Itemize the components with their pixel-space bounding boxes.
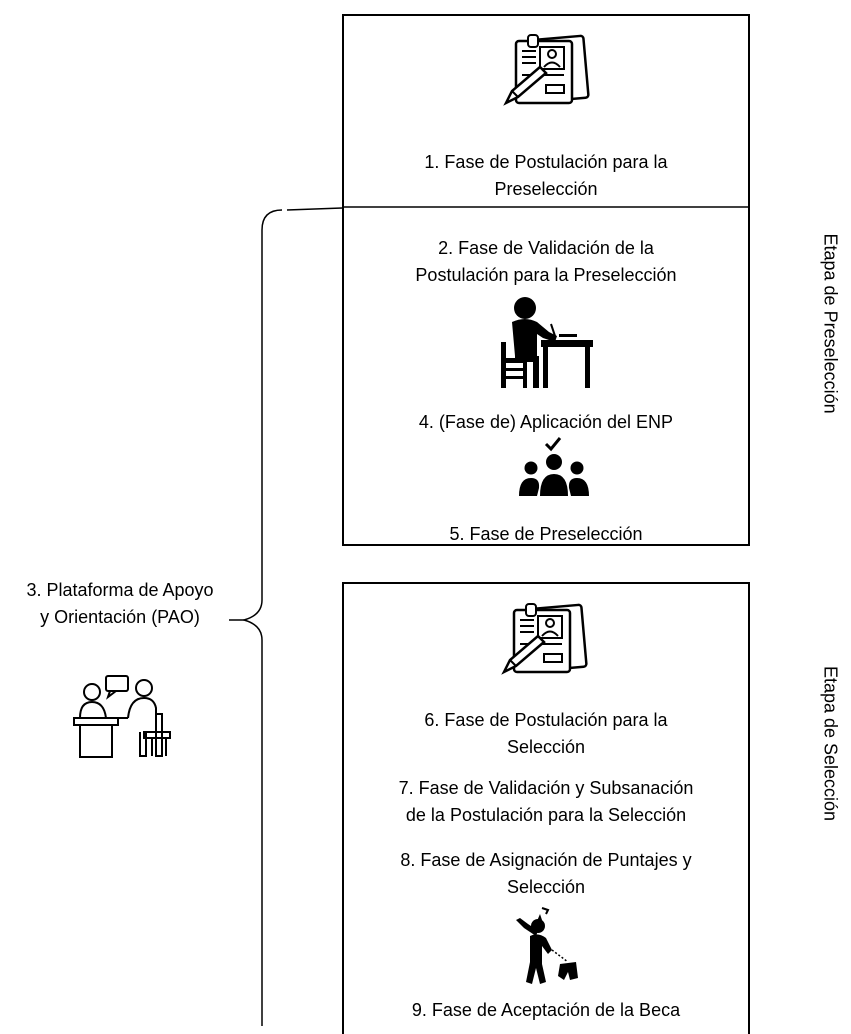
pao-bracket <box>241 209 283 1026</box>
selection-stage-label: Etapa de Selección <box>820 665 841 822</box>
phase-7-label-line1: 7. Fase de Validación y Subsanación <box>398 778 694 798</box>
preselection-stage-label: Etapa de Preselección <box>820 233 841 414</box>
application-form-icon <box>501 603 588 675</box>
approved-group-icon <box>519 437 589 496</box>
phase-8-label-line1: 8. Fase de Asignación de Puntajes y <box>400 850 692 870</box>
phase-6-label-line1: 6. Fase de Postulación para la <box>424 710 668 730</box>
counseling-meeting-icon <box>73 675 171 758</box>
phase-6-label-line2: Selección <box>506 737 586 757</box>
phase-4-label: 4. (Fase de) Aplicación del ENP <box>418 412 674 432</box>
phase-8-label-line2: Selección <box>506 877 586 897</box>
phase-2-label-line1: 2. Fase de Validación de la <box>438 238 654 258</box>
pao-label-line1: 3. Plataforma de Apoyo <box>26 580 214 600</box>
preselection-stage-box <box>342 14 750 546</box>
selection-stage-box <box>342 582 750 1034</box>
graduate-celebration-icon <box>516 907 578 984</box>
phase-1-label-line1: 1. Fase de Postulación para la <box>424 152 668 172</box>
application-form-icon <box>503 34 590 106</box>
phase-5-label: 5. Fase de Preselección <box>449 524 643 544</box>
pao-label-line2: y Orientación (PAO) <box>40 607 200 627</box>
phase-1-label-line2: Preselección <box>494 179 598 199</box>
phase-7-label-line2: de la Postulación para la Selección <box>405 805 687 825</box>
bracket-top-connector <box>286 207 343 211</box>
student-at-desk-icon <box>501 297 593 388</box>
phase-9-label: 9. Fase de Aceptación de la Beca <box>411 1000 681 1020</box>
phase-2-label-line2: Postulación para la Preselección <box>415 265 677 285</box>
